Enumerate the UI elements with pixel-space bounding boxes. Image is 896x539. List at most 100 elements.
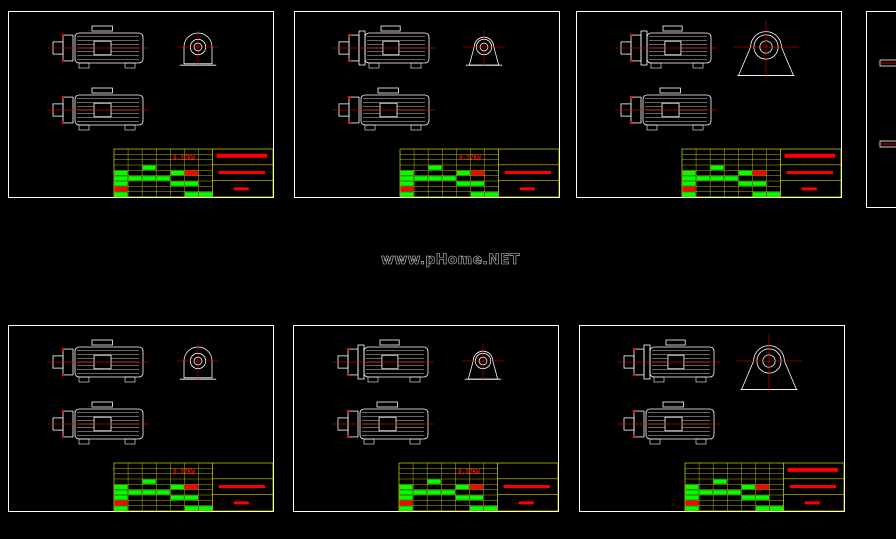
title-block-frame	[113, 148, 274, 198]
title-block-frame	[684, 462, 845, 512]
mount-point	[347, 95, 351, 99]
table-cell-fill	[685, 500, 699, 506]
table-cell-fill	[400, 181, 414, 186]
table-cell-fill	[198, 506, 213, 511]
drawing-svg	[579, 325, 845, 512]
table-cell-fill	[710, 176, 724, 181]
drawing-number-bar	[233, 187, 249, 191]
terminal-box	[91, 339, 113, 346]
drawing-svg: 0.37KW	[294, 11, 560, 198]
motor-foot	[78, 376, 90, 383]
table-cell-fill	[470, 170, 484, 176]
table-cell-fill	[755, 506, 769, 511]
motor-end-view	[736, 334, 802, 392]
motor-foot	[78, 438, 90, 445]
table-cell-fill	[114, 192, 128, 197]
title-block-frame	[681, 148, 842, 198]
terminal-box	[662, 401, 684, 408]
motor-foot	[409, 438, 421, 445]
table-cell-fill	[184, 495, 198, 500]
drawing-svg: 0.37KW	[8, 325, 274, 512]
drawing-sheet-6	[579, 325, 845, 512]
drawing-sheet-2: 0.37KW	[294, 11, 560, 198]
table-cell-fill	[427, 490, 441, 495]
table-cell-fill	[184, 181, 198, 186]
table-cell-fill	[469, 484, 483, 490]
motor-side-view-bottom	[47, 401, 149, 445]
mount-point	[347, 59, 351, 63]
table-cell-fill	[484, 192, 499, 197]
table-cell-fill	[428, 165, 442, 170]
drawing-svg	[576, 11, 842, 198]
drawing-number-bar	[804, 501, 820, 505]
end-housing	[183, 32, 213, 65]
drawing-number-bar	[519, 187, 535, 191]
table-cell-fill	[184, 170, 198, 176]
terminal-box	[91, 25, 113, 32]
table-cell-fill	[184, 506, 198, 511]
table-cell-fill	[413, 490, 427, 495]
power-rating-label: 0.37KW	[173, 469, 195, 476]
mount-point	[61, 435, 65, 439]
table-cell-fill	[441, 490, 455, 495]
table-cell-fill	[699, 490, 713, 495]
drawing-title-bar	[789, 485, 836, 489]
table-cell-fill	[427, 479, 441, 484]
motor-end-view	[462, 344, 504, 381]
table-cell-fill	[713, 479, 727, 484]
power-rating-label: 0.37KW	[458, 469, 480, 476]
table-cell-fill	[156, 490, 170, 495]
table-cell-fill	[682, 176, 696, 181]
drawing-title-bar	[218, 171, 265, 175]
table-cell-fill	[114, 186, 128, 192]
motor-side-view-top	[47, 339, 149, 383]
mount-point	[61, 95, 65, 99]
table-cell-fill	[184, 484, 198, 490]
title-block: 0.37KW	[113, 148, 274, 198]
motor-side-view-top	[618, 339, 720, 383]
mount-point	[629, 95, 633, 99]
motor-foot	[124, 376, 136, 383]
table-cell-fill	[400, 176, 414, 181]
table-cell-fill	[114, 495, 128, 500]
sheet-border	[293, 325, 559, 512]
mount-point	[61, 59, 65, 63]
table-cell-fill	[685, 484, 699, 490]
mount-point	[629, 121, 633, 125]
motor-foot	[410, 62, 422, 69]
motor-foot	[364, 124, 376, 131]
motor-side-view-top	[332, 339, 434, 383]
drawing-svg	[866, 11, 896, 208]
mount-point	[346, 435, 350, 439]
sheet-border	[294, 11, 560, 198]
table-cell-fill	[428, 176, 442, 181]
table-cell-fill	[738, 170, 752, 176]
terminal-box	[662, 25, 683, 32]
table-cell-fill	[114, 176, 128, 181]
table-cell-fill	[469, 506, 483, 511]
table-cell-fill	[685, 495, 699, 500]
drawing-number-bar	[233, 501, 249, 505]
table-cell-fill	[483, 506, 498, 511]
mount-point	[629, 59, 633, 63]
motor-side-view-top	[333, 25, 435, 69]
sheet-border	[8, 11, 274, 198]
table-cell-fill	[399, 490, 413, 495]
end-housing	[740, 345, 798, 390]
motor-foot	[695, 376, 707, 383]
table-cell-fill	[170, 170, 184, 176]
mount-point	[629, 33, 633, 37]
table-cell-fill	[766, 192, 781, 197]
table-cell-fill	[442, 176, 456, 181]
power-rating-label: 0.37KW	[173, 155, 195, 162]
table-cell-fill	[752, 181, 766, 186]
drawing-views	[47, 339, 219, 445]
motor-foot	[653, 376, 665, 383]
title-block	[684, 462, 845, 512]
table-cell-fill	[400, 192, 414, 197]
motor-foot	[78, 124, 90, 131]
motor-foot	[692, 62, 704, 69]
mount-point	[632, 409, 636, 413]
motor-side-view-top	[615, 25, 717, 69]
